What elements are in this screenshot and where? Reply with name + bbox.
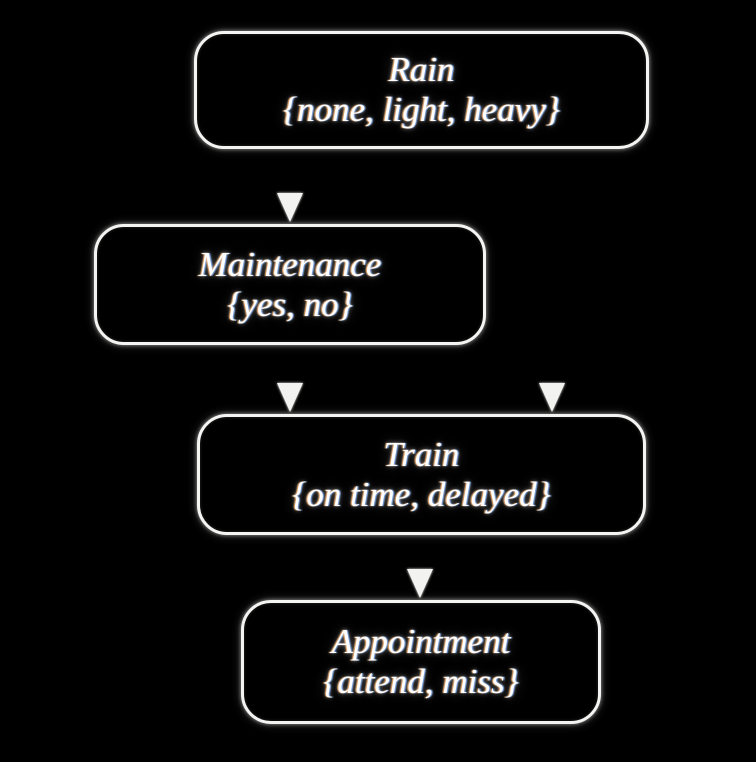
node-rain-title: Rain xyxy=(388,50,455,90)
node-train-title: Train xyxy=(383,434,460,474)
edge-rain-to-train xyxy=(539,151,565,412)
node-train[interactable]: Train {on time, delayed} xyxy=(197,414,646,535)
edge-rain-to-maintenance xyxy=(277,151,303,222)
node-maintenance[interactable]: Maintenance {yes, no} xyxy=(94,224,486,345)
edge-maintenance-to-train xyxy=(277,347,303,412)
node-appointment-states: {attend, miss} xyxy=(323,662,519,701)
node-appointment-title: Appointment xyxy=(331,622,511,662)
node-rain-states: {none, light, heavy} xyxy=(283,90,560,129)
node-appointment[interactable]: Appointment {attend, miss} xyxy=(241,600,601,724)
node-train-states: {on time, delayed} xyxy=(292,474,551,514)
node-maintenance-title: Maintenance xyxy=(198,244,382,284)
edge-train-to-appointment xyxy=(407,537,433,598)
node-maintenance-states: {yes, no} xyxy=(227,284,353,324)
node-rain[interactable]: Rain {none, light, heavy} xyxy=(194,31,649,149)
